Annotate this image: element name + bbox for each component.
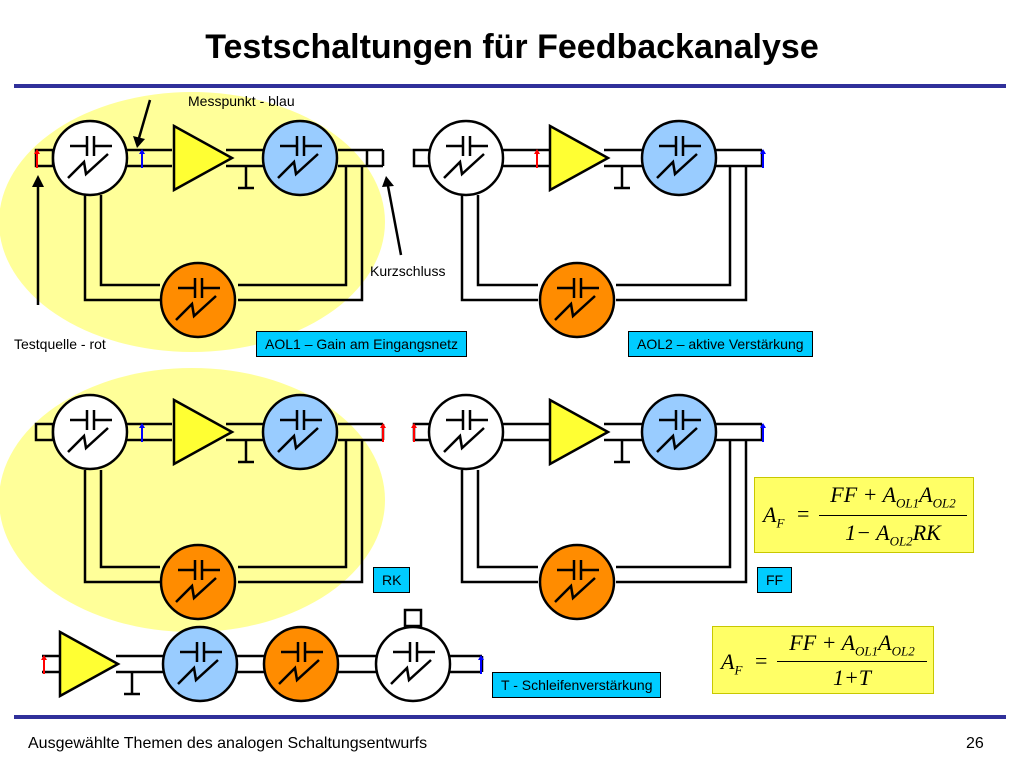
formula-fraction-bar (777, 661, 927, 662)
formula-equals: = (755, 648, 768, 673)
formula-fraction-bar (819, 515, 967, 516)
formula-af-rk: AF = FF + AOL1AOL2 1− AOL2RK (754, 477, 974, 553)
formula-equals: = (797, 501, 810, 526)
formula-lhs: AF (763, 502, 785, 531)
formula-denominator: 1+T (832, 665, 872, 690)
title-rule (14, 84, 1006, 88)
page-title: Testschaltungen für Feedbackanalyse (205, 28, 819, 66)
circuit-loop-gain (40, 608, 485, 701)
caption-t: T - Schleifenverstärkung (492, 672, 662, 698)
formula-lhs: AF (721, 649, 743, 678)
footer-text: Ausgewählte Themen des analogen Schaltun… (28, 735, 428, 752)
formula-numerator: FF + AOL1AOL2 (830, 482, 956, 511)
kurzschluss-label: Kurzschluss (370, 263, 446, 279)
caption-aol2: AOL2 – aktive Verstärkung (628, 331, 813, 357)
formula-af-t: AF = FF + AOL1AOL2 1+T (712, 626, 934, 694)
formula-numerator: FF + AOL1AOL2 (789, 630, 915, 659)
messpunkt-label: Messpunkt - blau (188, 93, 295, 109)
circuit-aol2 (412, 121, 767, 337)
circuit-rk (34, 395, 387, 619)
testquelle-label: Testquelle - rot (14, 336, 106, 352)
formula-denominator: 1− AOL2RK (845, 520, 941, 549)
caption-ff: FF (757, 567, 793, 593)
caption-rk: RK (373, 567, 411, 593)
circuit-aol1 (32, 99, 403, 337)
circuit-ff (410, 395, 767, 619)
footer-rule (14, 715, 1006, 719)
page-number: 26 (966, 735, 984, 752)
caption-aol1: AOL1 – Gain am Eingangsnetz (256, 331, 468, 357)
